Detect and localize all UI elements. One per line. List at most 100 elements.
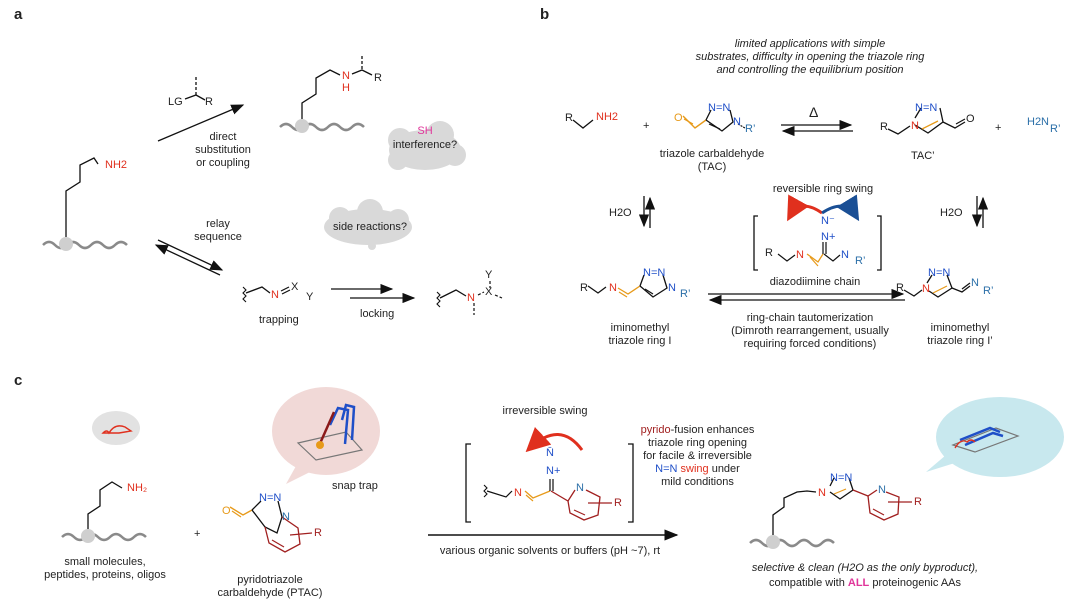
cloud-side-reactions-label: side reactions? xyxy=(333,221,407,233)
locked-product xyxy=(436,281,503,315)
locking-label: locking xyxy=(360,308,395,320)
ptac-diazo-n-plus: N+ xyxy=(546,465,561,477)
product-nn-label: N=N xyxy=(830,472,853,484)
trapping-y-label: Y xyxy=(306,291,314,303)
amine-prime-r-label: R’ xyxy=(1050,123,1061,135)
diazo-r-label: R xyxy=(765,247,773,259)
locked-y-label: Y xyxy=(485,269,493,281)
direct-route-label: direct substitution or coupling xyxy=(195,131,251,169)
direct-arrow xyxy=(157,104,245,142)
ptac-imine-n: N xyxy=(514,487,522,499)
relay-equilibrium-arrows xyxy=(154,239,224,276)
locking-arrows xyxy=(331,283,416,304)
locked-n-label: N xyxy=(467,292,475,304)
ptac-label: pyridotriazole carbaldehyde (PTAC) xyxy=(217,574,323,599)
reagent-r-label: R xyxy=(205,96,213,108)
ring-i-prime-r-label: R xyxy=(896,282,904,294)
heat-symbol: Δ xyxy=(809,104,819,120)
tac-prime-o-label: O xyxy=(966,113,975,125)
product-pyridine-n: N xyxy=(878,484,886,496)
amine-nh2-label: NH2 xyxy=(105,159,128,171)
diazo-n-right-label: N xyxy=(841,249,849,261)
ptac-structure xyxy=(229,500,313,553)
mouse-bubble xyxy=(92,411,140,445)
product-n-label: N xyxy=(342,70,350,82)
product-h-label: H xyxy=(342,82,350,94)
pocket-bubble xyxy=(926,397,1064,477)
tac-r-prime-label: R’ xyxy=(745,123,756,135)
snap-trap-bubble xyxy=(272,387,380,484)
cloud-sh-label: SH xyxy=(417,125,433,137)
lysine-substrate-a xyxy=(42,157,128,251)
ring-I-prime-structure xyxy=(903,274,971,298)
cloud-sh-interference xyxy=(388,121,466,170)
outcome-line-2: compatible with ALL proteinogenic AAs xyxy=(769,577,961,589)
panel-label-b: b xyxy=(540,6,550,23)
water-label-left: H2O xyxy=(609,207,632,219)
product-n1-label: N xyxy=(818,487,826,499)
outcome-line-1: selective & clean (H2O as the only bypro… xyxy=(751,562,979,574)
tac-n-label: N xyxy=(733,116,741,128)
final-product xyxy=(749,477,912,549)
diazodiimine-bracket xyxy=(753,215,882,271)
ring-i-prime-n-label: N xyxy=(922,283,930,295)
lg-reagent xyxy=(184,77,206,101)
alkylated-product xyxy=(279,56,373,133)
reaction-conditions: various organic solvents or buffers (pH … xyxy=(439,545,661,557)
plus-sign-b1: + xyxy=(643,120,650,132)
ring-i-prime-nn-label: N=N xyxy=(928,267,951,279)
limitation-note: limited applications with simple substra… xyxy=(695,38,925,76)
amine-r-ch2-nh2 xyxy=(572,119,594,129)
cloud-side-reactions xyxy=(324,199,412,250)
amine-prime-label: H2N xyxy=(1027,116,1050,128)
diazodiimine-label: diazodiimine chain xyxy=(769,276,861,288)
reversible-swing-arrows xyxy=(787,194,860,222)
plus-sign-b2: + xyxy=(995,122,1002,134)
tac-prime-nn-label: N=N xyxy=(915,102,938,114)
irreversible-swing-arrow xyxy=(525,426,584,453)
snap-trap-label: snap trap xyxy=(332,480,378,492)
ring-chain-equilibrium-arrows xyxy=(708,288,905,306)
cloud-interference-label: interference? xyxy=(392,139,458,151)
amine-nh2-label-c: NH₂ xyxy=(127,482,148,494)
irreversible-swing-label: irreversible swing xyxy=(502,405,588,417)
ptac-n-label: N xyxy=(282,511,290,523)
panel-label-a: a xyxy=(14,6,23,23)
tac-prime-r-label: R xyxy=(880,121,888,133)
product-r-label-c: R xyxy=(914,496,922,508)
reagent-lg-label: LG xyxy=(168,96,183,108)
ring-i-nn-label: N=N xyxy=(643,267,666,279)
ring-i-label: iminomethyl triazole ring I xyxy=(608,322,672,347)
ring-i-prime-label: iminomethyl triazole ring I’ xyxy=(927,322,993,347)
ring-i-n1-label: N xyxy=(668,282,676,294)
ring-i-prime-r-prime-label: R’ xyxy=(983,285,994,297)
diazo-n-minus-label: N⁻ xyxy=(821,215,835,227)
tac-structure xyxy=(682,109,746,132)
trapping-label: trapping xyxy=(259,314,299,326)
reversible-swing-label: reversible ring swing xyxy=(772,183,874,195)
tac-prime-n-label: N xyxy=(911,120,919,132)
hydrolysis-arrows-right xyxy=(971,196,989,228)
tac-label: triazole carbaldehyde (TAC) xyxy=(659,148,765,173)
tac-o-label: O xyxy=(674,112,683,124)
ring-i-n-label: N xyxy=(609,282,617,294)
ring-I-structure xyxy=(587,274,668,298)
lysine-substrate-c xyxy=(61,481,147,543)
ptac-intermediate-bracket xyxy=(465,443,634,523)
substrates-label: small molecules, peptides, proteins, oli… xyxy=(44,556,166,581)
locked-x-label: X xyxy=(485,286,493,298)
tac-nn-label: N=N xyxy=(708,102,731,114)
trapping-intermediate xyxy=(242,286,291,303)
amine-r-label: R xyxy=(565,112,573,124)
ptac-diazo-n-minus: N̄ xyxy=(546,447,554,459)
ptac-r-label: R xyxy=(314,527,322,539)
tac-prime-structure xyxy=(887,107,966,135)
relay-route-label: relay sequence xyxy=(194,218,242,243)
pyrido-fusion-note: pyrido-fusion enhances triazole ring ope… xyxy=(640,424,755,488)
ring-i-prime-n2-label: N xyxy=(971,277,979,289)
trapping-x-label: X xyxy=(291,281,299,293)
product-r-label: R xyxy=(374,72,382,84)
ptac-pyridine-n: N xyxy=(576,482,584,494)
water-label-right: H2O xyxy=(940,207,963,219)
